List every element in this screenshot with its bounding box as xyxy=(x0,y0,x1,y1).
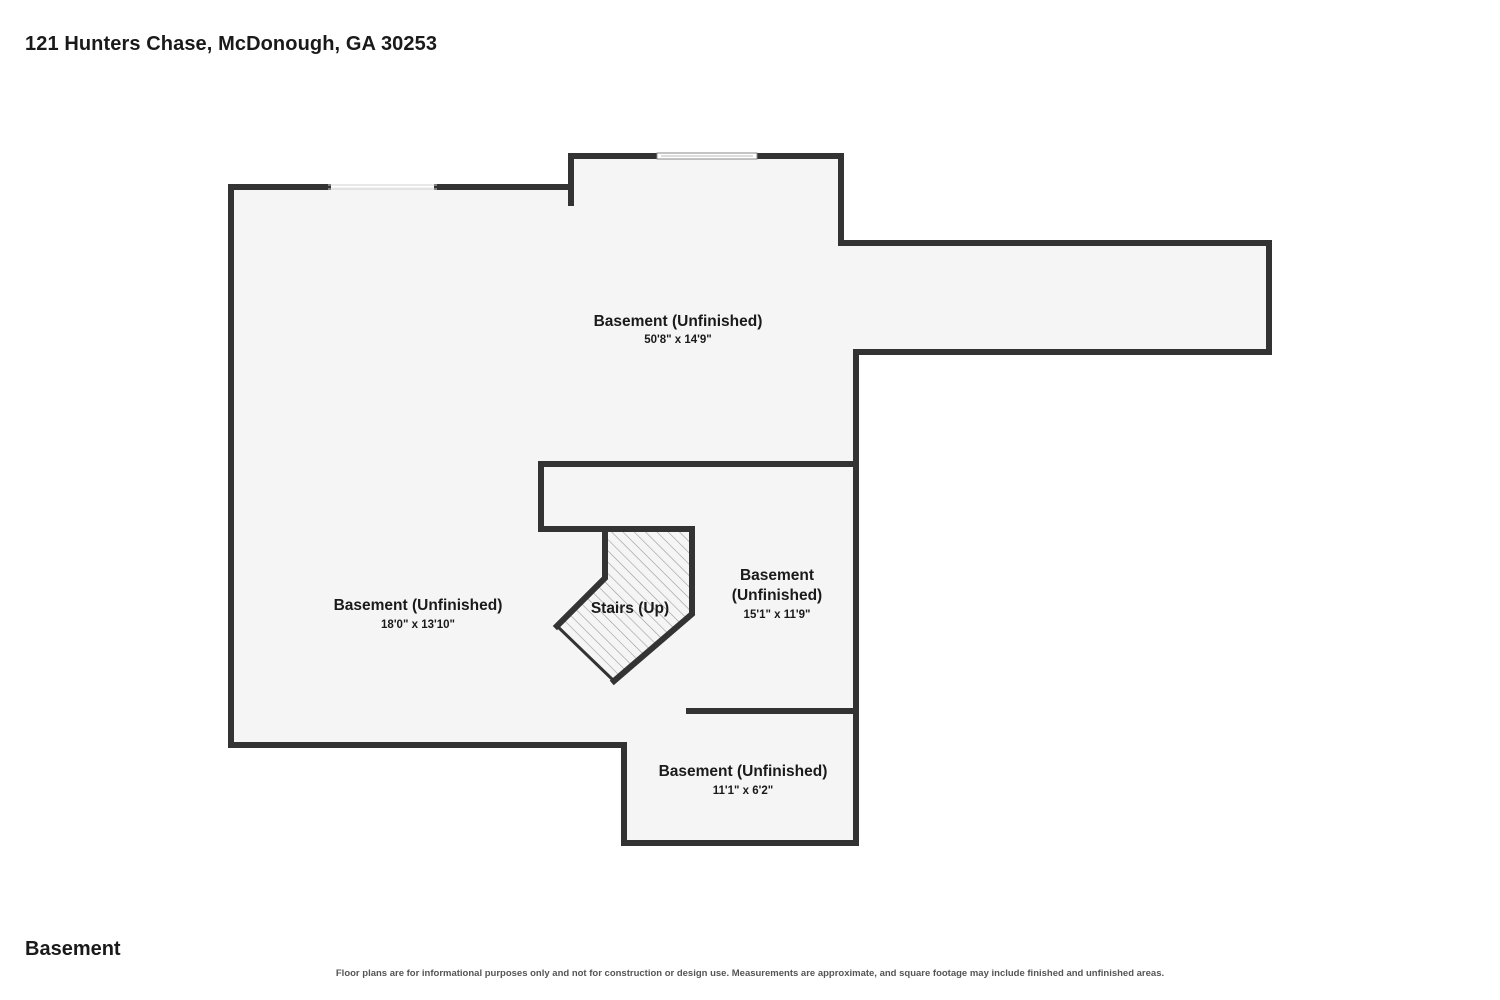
room-label: Basement (Unfinished) xyxy=(659,763,828,780)
window-west xyxy=(328,184,437,190)
window-north xyxy=(656,152,758,160)
stairs xyxy=(557,529,692,681)
room-dimensions: 11'1" x 6'2" xyxy=(713,785,774,797)
room-label: (Unfinished) xyxy=(732,587,822,604)
room-label: Basement (Unfinished) xyxy=(594,313,763,330)
disclaimer: Floor plans are for informational purpos… xyxy=(335,968,1165,979)
property-address: 121 Hunters Chase, McDonough, GA 30253 xyxy=(25,33,438,55)
stair-edge xyxy=(555,624,616,683)
room-label: Basement (Unfinished) xyxy=(334,597,503,614)
stairs-label: Stairs (Up) xyxy=(591,600,669,617)
wall-stairs-west xyxy=(552,526,608,631)
room-label: Basement xyxy=(740,567,814,584)
floor-name: Basement xyxy=(25,938,121,960)
wall-outer-north-bump xyxy=(568,153,660,190)
room-dimensions: 15'1" x 11'9" xyxy=(744,609,811,621)
room-dimensions: 50'8" x 14'9" xyxy=(644,334,712,346)
floor-area xyxy=(231,156,1269,843)
room-dimensions: 18'0" x 13'10" xyxy=(381,619,455,631)
